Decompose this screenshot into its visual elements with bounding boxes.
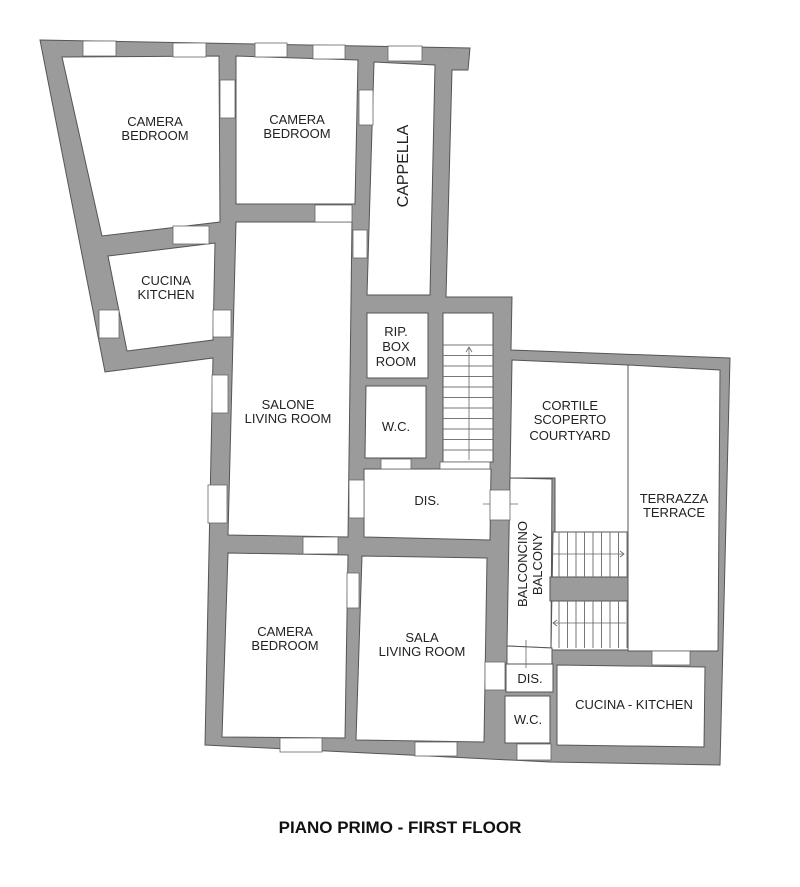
label-wc-1: W.C. <box>382 419 410 434</box>
label-dis-1: DIS. <box>414 493 439 508</box>
room-living-2 <box>355 555 488 743</box>
room-box-room <box>366 312 429 379</box>
windows <box>82 40 691 761</box>
room-wc-2 <box>504 695 551 744</box>
stair-landing <box>549 576 629 602</box>
label-chapel: CAPPELLA <box>395 124 412 207</box>
passage-balcony <box>506 645 553 665</box>
room-kitchen-1 <box>107 242 216 352</box>
stair-steps <box>443 344 628 648</box>
room-living-1 <box>227 221 353 538</box>
label-balcony: BALCONCINOBALCONY <box>515 521 545 607</box>
plan-title: PIANO PRIMO - FIRST FLOOR <box>278 818 522 837</box>
room-bedroom-1 <box>61 55 221 237</box>
label-kitchen-2: CUCINA - KITCHEN <box>575 697 693 712</box>
room-chapel <box>366 61 436 296</box>
label-wc-2: W.C. <box>514 712 542 727</box>
room-kitchen-2 <box>556 664 706 748</box>
label-dis-2: DIS. <box>517 671 542 686</box>
room-wc-1 <box>364 385 427 459</box>
